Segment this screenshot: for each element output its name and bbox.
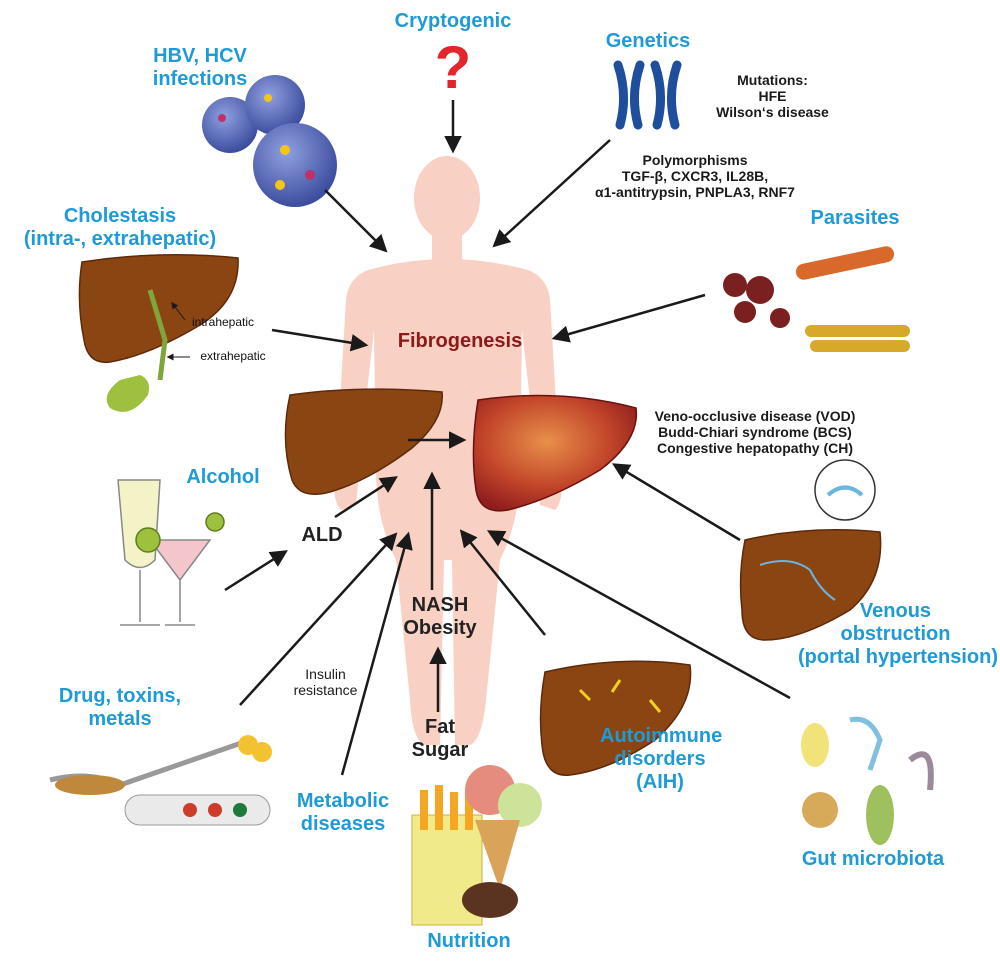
autoimmune-label: Autoimmune disorders (AIH) [600, 725, 723, 793]
arrow-gut [486, 530, 791, 700]
arrow-genetics [492, 139, 611, 248]
question-mark-icon: ? [434, 34, 472, 101]
arrow-vascular [611, 463, 741, 542]
vascular-diseases-text: Veno-occlusive disease (VOD) Budd-Chiari… [654, 408, 856, 457]
virus-icon [202, 75, 337, 207]
cryptogenic-label: Cryptogenic [394, 10, 512, 32]
extrahepatic-label: extrahepatic [200, 349, 266, 363]
gut-microbiota-label: Gut microbiota [801, 848, 945, 870]
arrow-ald [334, 476, 398, 519]
cholestasis-label: Cholestasis (intra-, extrahepatic) [23, 205, 217, 250]
metabolic-label: Metabolic diseases [296, 790, 390, 835]
chromosome-icon [613, 60, 682, 130]
arrow-cholestasis [271, 328, 369, 352]
cholestasis-liver-icon [78, 254, 239, 412]
arrow-alcohol [224, 550, 288, 592]
parasite-icon [723, 246, 910, 352]
venous-liver-icon [739, 459, 882, 641]
human-body-silhouette [334, 156, 562, 745]
nash-obesity-label: NASH Obesity [403, 594, 477, 639]
microbe-icon [801, 716, 934, 845]
nutrition-label: Nutrition [427, 930, 511, 952]
arrow-metabolic [340, 531, 413, 776]
cocktail-glasses-icon [117, 479, 225, 626]
center-label: Fibrogenesis [397, 330, 523, 352]
healthy-liver-icon [284, 388, 443, 495]
alcohol-label: Alcohol [186, 466, 260, 488]
arrow-intrahepatic [171, 301, 186, 321]
fibrotic-liver-icon [472, 394, 638, 512]
polymorphisms-text: Polymorphisms TGF-β, CXCR3, IL28B, α1-an… [595, 152, 795, 201]
drugs-label: Drug, toxins, metals [58, 685, 182, 730]
autoimmune-liver-icon [539, 660, 692, 776]
fat-sugar-label: Fat Sugar [411, 716, 469, 761]
pills-syringe-icon [49, 735, 272, 826]
arrow-parasites [551, 293, 706, 343]
hbv-hcv-label: HBV, HCV infections [152, 45, 248, 90]
mutations-text: Mutations: HFE Wilson‘s disease [716, 72, 829, 121]
fast-food-icon [411, 765, 542, 926]
parasites-label: Parasites [810, 207, 900, 229]
ald-label: ALD [301, 524, 343, 546]
venous-obstruction-label: Venous obstruction (portal hypertension) [798, 600, 999, 668]
arrow-drugs [239, 532, 398, 706]
arrow-viral [324, 189, 388, 253]
insulin-resistance-label: Insulin resistance [293, 666, 358, 699]
arrow-autoimmune [459, 529, 546, 636]
genetics-label: Genetics [605, 30, 691, 52]
arrows [166, 100, 791, 776]
intrahepatic-label: intrahepatic [191, 315, 255, 329]
